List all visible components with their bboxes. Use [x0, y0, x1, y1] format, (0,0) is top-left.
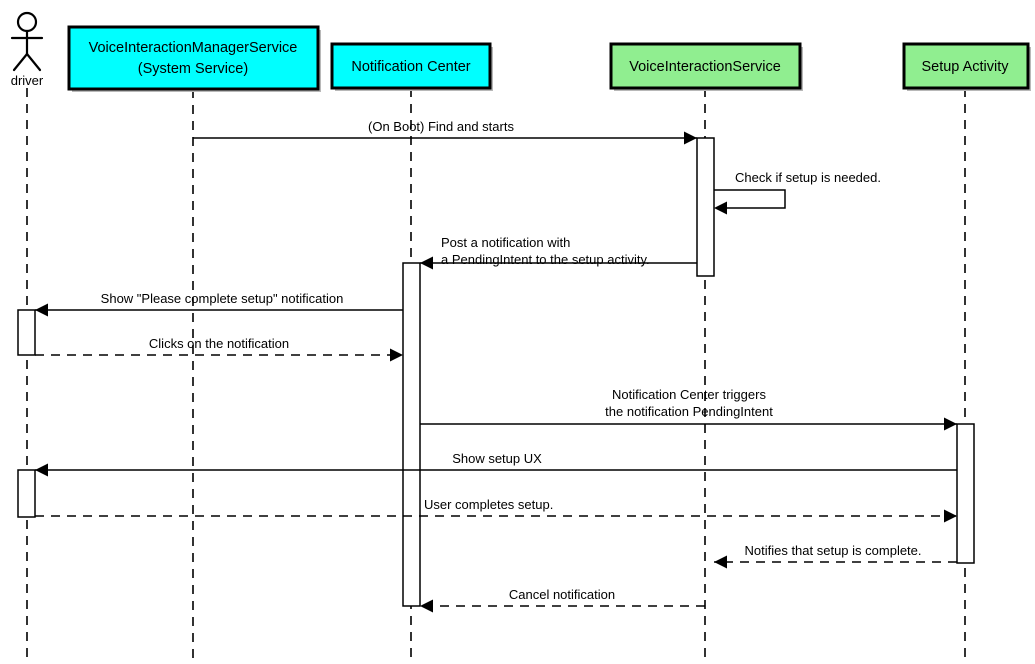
participant-box-vims[interactable] [67, 25, 320, 91]
message-label-msg-4: Show "Please complete setup" notificatio… [101, 291, 344, 306]
message-msg-4[interactable]: Show "Please complete setup" notificatio… [35, 291, 403, 317]
actor-right-leg-icon [25, 52, 42, 72]
participant-label-vims-line1: VoiceInteractionManagerService [89, 40, 298, 56]
message-msg-1[interactable]: (On Boot) Find and starts [193, 119, 697, 145]
message-arrowhead [714, 555, 727, 569]
message-label-msg-3-line1: Post a notification with [441, 235, 570, 250]
message-msg-6[interactable]: Notification Center triggers the notifica… [420, 387, 957, 431]
message-msg-8[interactable]: User completes setup. [35, 497, 957, 523]
participant-vims[interactable]: VoiceInteractionManagerService (System Se… [67, 25, 321, 92]
participants-group: driver VoiceInteractionManagerService (Sys… [11, 11, 1031, 92]
message-label-msg-10: Cancel notification [509, 587, 615, 602]
activation-bar-driver [17, 309, 36, 356]
message-msg-2-self[interactable]: Check if setup is needed. [714, 170, 881, 215]
activation-bars-group [17, 137, 975, 607]
message-arrowhead [684, 131, 697, 145]
participant-box-notification_center[interactable] [330, 42, 492, 90]
message-msg-3[interactable]: Post a notification with a PendingIntent … [420, 235, 697, 270]
participant-notification_center[interactable]: Notification Center [330, 42, 493, 91]
message-arrowhead [714, 201, 727, 215]
activation-bar-notification_center [402, 262, 421, 607]
message-self-path [714, 189, 786, 209]
message-label-msg-9: Notifies that setup is complete. [744, 543, 921, 558]
participant-box-setup_activity[interactable] [902, 42, 1030, 90]
message-label-msg-3-line2: a PendingIntent to the setup activity. [441, 252, 650, 267]
message-arrowhead [420, 256, 433, 270]
message-arrowhead [944, 417, 957, 431]
message-arrowhead [944, 509, 957, 523]
participant-label-setup_activity: Setup Activity [921, 59, 1009, 75]
activation-bar-setup_activity [956, 423, 975, 564]
message-arrowhead [35, 303, 48, 317]
message-msg-5[interactable]: Clicks on the notification [35, 336, 403, 362]
message-label-msg-5: Clicks on the notification [149, 336, 289, 351]
participant-label-driver: driver [11, 73, 44, 88]
message-label-msg-2-self: Check if setup is needed. [735, 170, 881, 185]
message-msg-9[interactable]: Notifies that setup is complete. [714, 543, 957, 569]
message-arrowhead [420, 599, 433, 613]
message-msg-10[interactable]: Cancel notification [420, 587, 705, 613]
participant-label-notification_center: Notification Center [351, 59, 470, 75]
participant-setup_activity[interactable]: Setup Activity [902, 42, 1031, 91]
participant-label-vims-line2: (System Service) [138, 61, 248, 77]
message-arrowhead [390, 348, 403, 362]
message-label-msg-8: User completes setup. [424, 497, 553, 512]
message-label-msg-7: Show setup UX [452, 451, 542, 466]
participant-vis[interactable]: VoiceInteractionService [609, 42, 803, 91]
message-label-msg-6-line1: Notification Center triggers [612, 387, 766, 402]
actor-left-leg-icon [12, 52, 29, 72]
activation-bar-vis [696, 137, 715, 277]
participant-driver[interactable]: driver [11, 11, 44, 88]
activation-bar-driver [17, 469, 36, 518]
participant-box-vis[interactable] [609, 42, 802, 90]
message-msg-7[interactable]: Show setup UX [35, 451, 957, 477]
actor-head-icon [16, 11, 38, 33]
participant-label-vis: VoiceInteractionService [629, 59, 781, 75]
message-label-msg-6-line2: the notification PendingIntent [605, 404, 773, 419]
message-label-msg-1: (On Boot) Find and starts [368, 119, 514, 134]
message-arrowhead [35, 463, 48, 477]
